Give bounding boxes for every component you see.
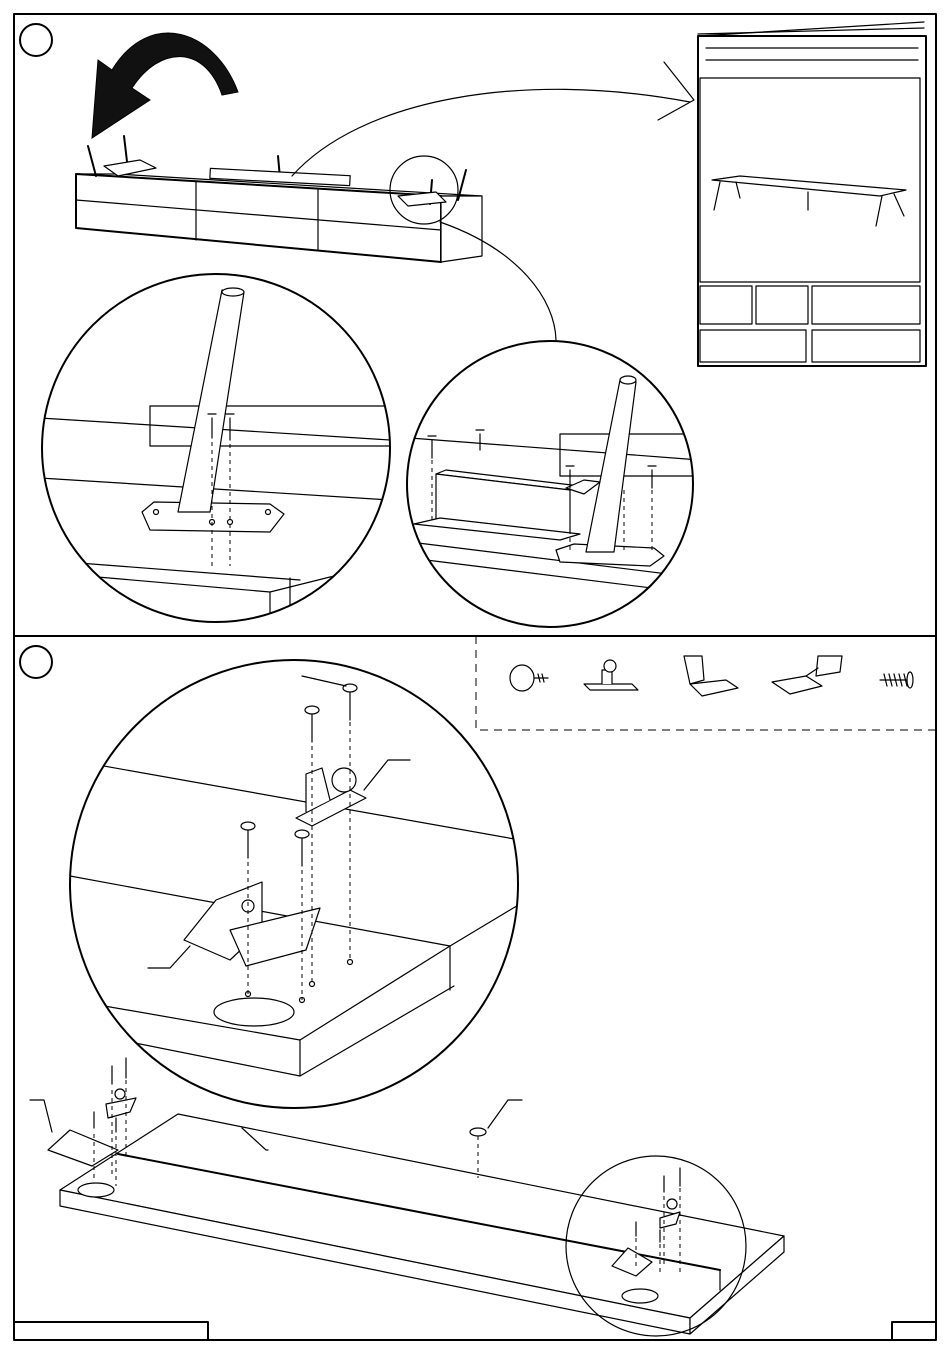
refer-arrow xyxy=(292,89,690,176)
table-top-panel xyxy=(30,1058,784,1334)
leader-bracket xyxy=(148,946,190,968)
hardware-strip xyxy=(476,636,936,730)
flip-arrow-icon xyxy=(92,33,238,138)
wood-screw-icon xyxy=(880,672,913,688)
ball-pin-bracket-icon xyxy=(584,660,638,690)
step-1-marker xyxy=(20,24,52,56)
leader-ball-pin xyxy=(364,760,410,790)
connector-detail-circle xyxy=(70,660,520,1108)
leg-detail-circle-a xyxy=(40,274,390,622)
round-cap-glide-icon xyxy=(510,665,548,691)
footer-left-box xyxy=(14,1322,208,1340)
connector-bracket-left-icon xyxy=(684,656,738,696)
step-2-marker xyxy=(20,646,52,678)
booklet-inset xyxy=(698,22,926,366)
sideboard-upside-down xyxy=(76,136,482,262)
footer-page-box xyxy=(892,1322,936,1340)
leader-screw xyxy=(302,676,346,686)
connector-bracket-right-icon xyxy=(772,656,842,694)
leg-detail-circle-b xyxy=(407,341,700,627)
